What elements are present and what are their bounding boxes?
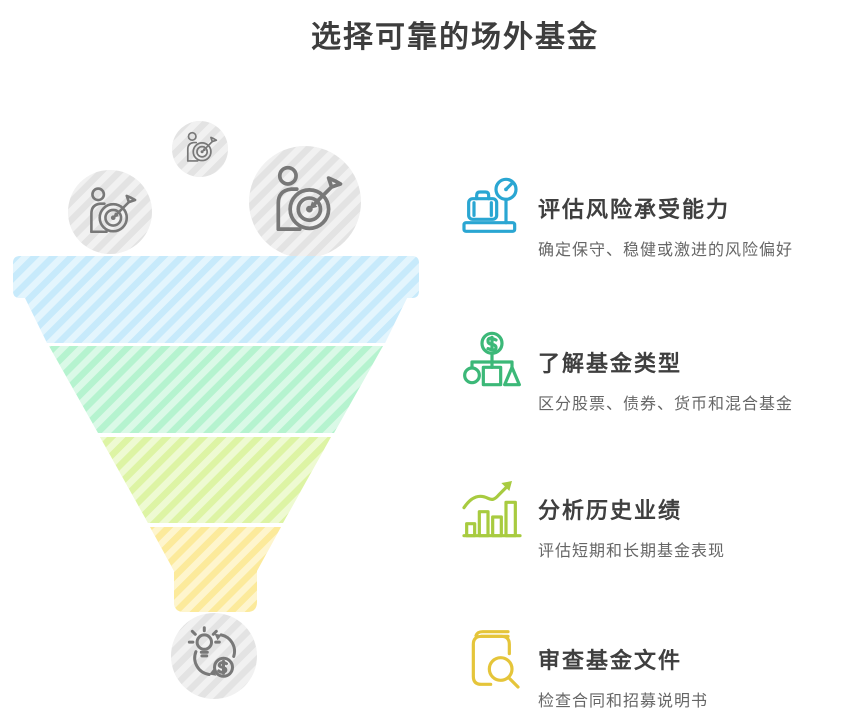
page-title: 选择可靠的场外基金	[311, 21, 599, 54]
bubble-left	[68, 170, 152, 254]
funnel-segment-4	[150, 527, 281, 612]
funnel-diagram	[13, 121, 419, 699]
step-fund-types: 了解基金类型 区分股票、债券、货币和混合基金	[460, 330, 845, 430]
step-title: 了解基金类型	[538, 351, 683, 376]
step-title: 评估风险承受能力	[538, 197, 731, 222]
step-description: 区分股票、债券、货币和混合基金	[538, 396, 794, 413]
step-risk-tolerance: 评估风险承受能力 确定保守、稳健或激进的风险偏好	[460, 176, 845, 276]
step-description: 检查合同和招募说明书	[538, 693, 709, 710]
bubble-small	[172, 121, 228, 177]
luggage-scale-icon	[462, 177, 518, 233]
funnel-segment-3	[100, 437, 331, 523]
step-description: 评估短期和长期基金表现	[538, 543, 726, 560]
step-title: 分析历史业绩	[538, 498, 683, 523]
bubble-right	[249, 146, 361, 258]
funnel-segment-1	[13, 256, 419, 343]
step-description: 确定保守、稳健或激进的风险偏好	[538, 242, 794, 259]
fund-types-icon	[463, 331, 521, 387]
bubble-bottom	[171, 613, 257, 699]
step-title: 审查基金文件	[538, 648, 683, 673]
document-review-icon	[471, 630, 520, 689]
growth-chart-icon	[462, 481, 522, 538]
step-performance: 分析历史业绩 评估短期和长期基金表现	[460, 477, 845, 577]
funnel-segment-2	[49, 346, 383, 433]
step-documents: 审查基金文件 检查合同和招募说明书	[460, 627, 845, 726]
